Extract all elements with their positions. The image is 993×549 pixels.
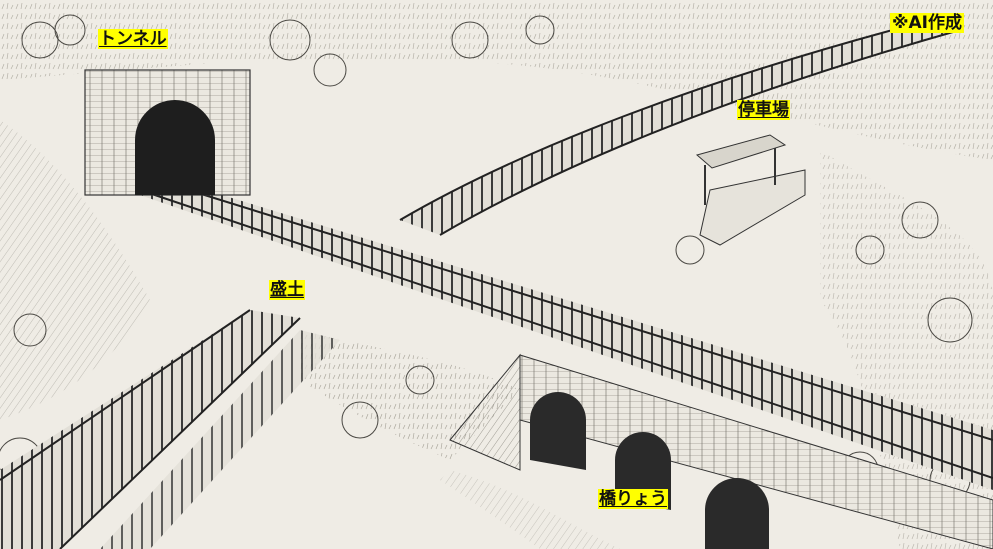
tunnel-label: トンネル bbox=[98, 29, 168, 49]
station-label: 停車場 bbox=[737, 100, 790, 120]
arch-bridge bbox=[449, 353, 993, 549]
bridge-label: 橋りょう bbox=[598, 489, 668, 509]
tunnel-portal bbox=[84, 69, 251, 196]
station-platform bbox=[695, 134, 806, 246]
embankment-label: 盛土 bbox=[269, 280, 305, 300]
ai-credit-label: ※AI作成 bbox=[890, 13, 965, 33]
